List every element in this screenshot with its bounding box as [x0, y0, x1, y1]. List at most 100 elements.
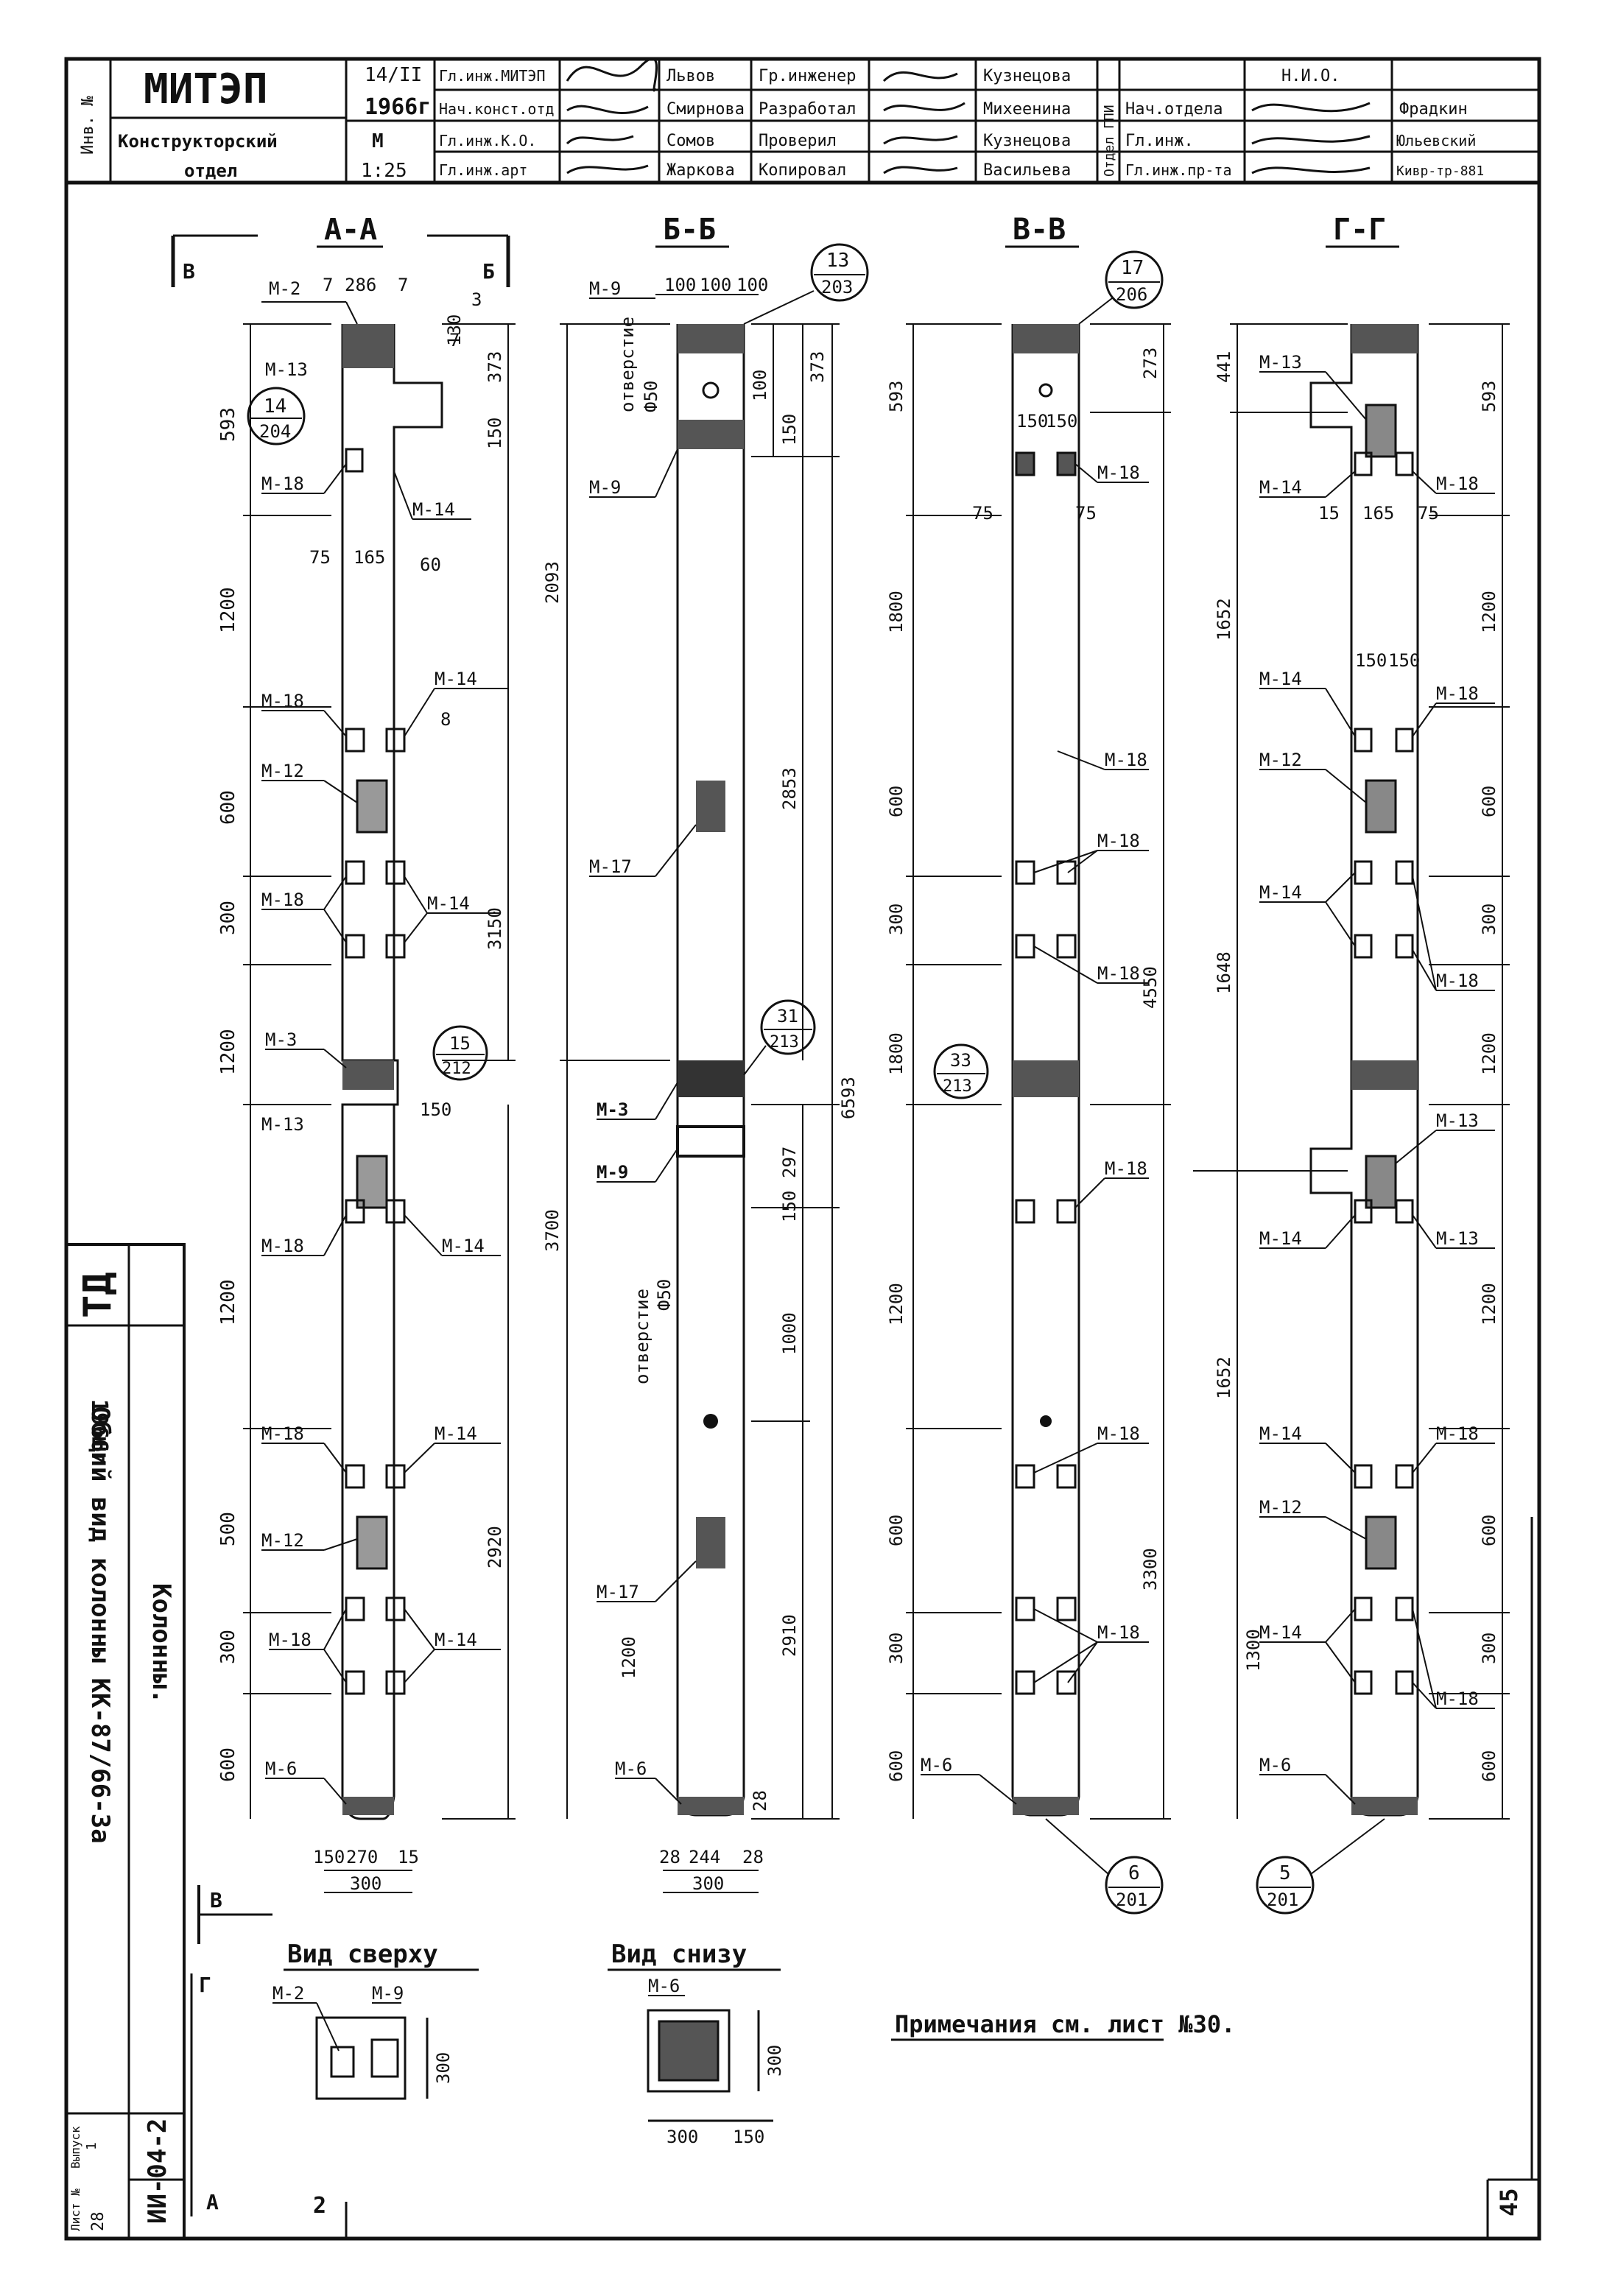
mark-aa-16: М-18: [269, 1630, 312, 1650]
name-c-3: Кивр-тр-881: [1396, 163, 1484, 179]
name-c-1: Фрадкин: [1399, 100, 1468, 119]
mark-vv-6: М-18: [1097, 1622, 1140, 1643]
dim-aa-b-2: 270: [346, 1847, 378, 1867]
name-b-1: Кузнецова: [983, 67, 1071, 85]
mark-aa-7: М-18: [261, 890, 304, 910]
dim-aa-4: 300: [217, 901, 239, 935]
role-a-4: Гл.инж.арт: [439, 161, 527, 179]
mark-vv-7: М-6: [921, 1755, 952, 1775]
dim-bb-right-10: 28: [750, 1790, 770, 1811]
view-top-dim: 300: [433, 2052, 454, 2084]
column-bb-hatch-top2: [678, 420, 744, 449]
hole-dia-1: Ф50: [641, 381, 661, 412]
dim-bb-right-2: 100: [750, 370, 770, 401]
mark-vv-1: М-18: [1105, 750, 1147, 770]
callout-gg-den: 201: [1267, 1890, 1298, 1910]
dim-aa-5: 1200: [217, 1029, 239, 1075]
mark-gg-1: М-14: [1259, 477, 1302, 498]
column-gg-callouts: 5 201: [1256, 1818, 1385, 1915]
dim-gg-r-1: 593: [1479, 381, 1499, 412]
side-block-frame: [65, 1243, 186, 2240]
column-aa-bottom-dims: 150 270 15 300: [313, 1847, 419, 1894]
outer-frame: [64, 57, 1541, 2241]
column-bb-leaders: [589, 297, 697, 1805]
date-2: 1966г: [365, 94, 431, 120]
dim-vv-s-4: 75: [1075, 503, 1097, 524]
mark-aa-3: М-14: [412, 499, 455, 520]
dim-gg-s-5: 150: [1388, 650, 1420, 671]
column-vv-hole-1: [1038, 383, 1053, 398]
callout-aa-1-den: 204: [259, 421, 291, 442]
column-aa-top-dims: 7 286 7 75 165 60: [309, 275, 441, 575]
callout-vv-1-den: 206: [1116, 284, 1147, 305]
date-1: 14/II: [365, 64, 422, 86]
dim-vv-9: 600: [886, 1750, 907, 1782]
hole-dia-2: Ф50: [654, 1279, 675, 1311]
mark-vv-4: М-18: [1105, 1158, 1147, 1179]
column-bb-dim-lines: [560, 294, 840, 1893]
callout-vv-2-den: 213: [943, 1077, 972, 1096]
column-aa-marks: М-2 М-13 М-18 М-14 М-18 М-14 М-12 М-18 М…: [261, 278, 485, 1779]
view-top-drawing: [190, 2016, 429, 2100]
dim-bb-right-3: 150: [779, 414, 800, 446]
dim-gg-r-4: 300: [1479, 904, 1499, 935]
mark-vv-3: М-18: [1097, 963, 1140, 984]
callout-vv-3-den: 201: [1116, 1890, 1147, 1910]
name-a-2: Смирнова: [666, 100, 745, 119]
section-label-aa: А-А: [324, 213, 377, 247]
dim-aa-top-1: 7: [323, 275, 333, 295]
dim-bb-right-4: 2853: [779, 767, 800, 810]
dim-gg-r-7: 600: [1479, 1515, 1499, 1546]
dim-aa-3: 600: [217, 790, 239, 825]
dim-vv-4: 300: [886, 904, 907, 935]
dim-vv-7: 600: [886, 1515, 907, 1546]
dim-bb-right-5: 297: [779, 1147, 800, 1178]
hole-label-1: отверстие: [617, 317, 638, 412]
column-vv: 593 1800 600 300 1800 1200 600 300 600 2…: [886, 250, 1171, 1915]
mark-bb-1: М-9: [589, 477, 621, 498]
dim-aa-r-7: 7: [449, 330, 460, 351]
mark-gg-4: М-18: [1436, 683, 1479, 704]
mark-gg-12: М-18: [1436, 1423, 1479, 1444]
name-a-1: Львов: [666, 67, 715, 85]
callout-gg-num: 5: [1279, 1862, 1291, 1884]
dim-bb-left-2: 3700: [542, 1209, 563, 1252]
dim-gg-r-6: 1200: [1479, 1283, 1499, 1325]
column-aa-dim-lines: [243, 323, 516, 1893]
callout-bb-1-num: 13: [826, 250, 849, 272]
note-text: Примечания см. лист №30.: [895, 2010, 1235, 2038]
dim-bb-left-3: 1200: [619, 1636, 639, 1679]
dim-vv-r-1: 273: [1140, 348, 1161, 379]
mark-bb-4: М-9: [597, 1162, 628, 1183]
column-vv-hole-2: [1040, 1415, 1052, 1427]
column-vv-texts: 593 1800 600 300 1800 1200 600 300 600 2…: [886, 348, 1161, 1782]
name-b-2: Михеенина: [983, 100, 1071, 119]
mark-bb-6: М-6: [615, 1758, 647, 1779]
role-b-3: Проверил: [759, 132, 837, 150]
dim-bb-right-7: 1000: [779, 1312, 800, 1355]
mark-aa-11: М-18: [261, 1236, 304, 1256]
dim-gg-s-4: 150: [1355, 650, 1387, 671]
side-sheet-word: Лист №: [68, 2188, 82, 2231]
mark-vv-5: М-18: [1097, 1423, 1140, 1444]
column-aa-hatch-mid: [342, 1060, 394, 1090]
column-bb-plate-2: [696, 1517, 725, 1568]
dim-vv-s-3: 75: [972, 503, 993, 524]
mark-aa-18: М-6: [265, 1758, 297, 1779]
role-b-2: Разработал: [759, 100, 856, 119]
dim-aa-2: 1200: [217, 587, 239, 633]
role-c-1: Н.И.О.: [1281, 67, 1340, 85]
column-aa-right-dims: 373 150 3150 2920 7 130 3 150: [420, 289, 505, 1568]
column-vv-hatch-top: [1013, 324, 1079, 353]
column-aa-callouts: 14 204 15 212: [247, 387, 488, 1081]
dim-vv-5: 1800: [886, 1032, 907, 1075]
callout-aa-1-num: 14: [264, 395, 286, 418]
dim-aa-r-3150: 3150: [485, 907, 505, 950]
mark-gg-8: М-13: [1436, 1110, 1479, 1131]
mark-bb-2: М-17: [589, 856, 632, 877]
signatures: [566, 57, 1371, 175]
org-name: МИТЭП: [144, 66, 268, 113]
dim-vv-1: 593: [886, 381, 907, 412]
mark-gg-6: М-14: [1259, 882, 1302, 903]
